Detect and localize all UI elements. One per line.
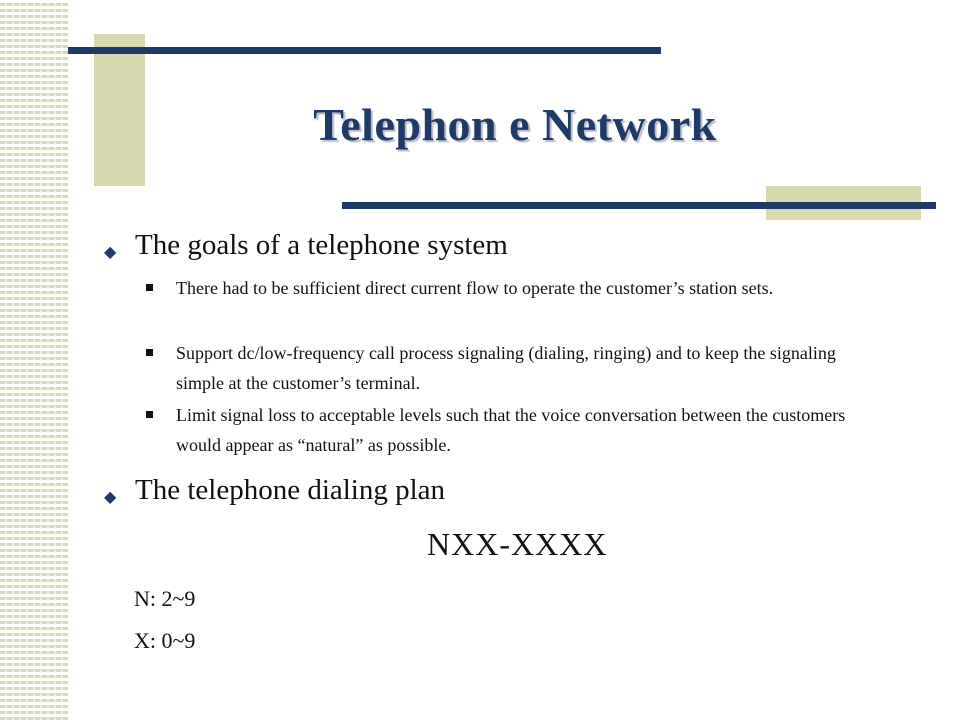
accent-block-top-left	[94, 34, 145, 186]
bullet-text: The goals of a telephone system	[135, 229, 508, 261]
square-bullet-icon	[146, 411, 153, 418]
dialing-format: NXX-XXXX	[427, 526, 608, 562]
decorative-stripe-band	[0, 0, 68, 720]
bullet-text: The telephone dialing plan	[135, 474, 446, 506]
subitem-text: There had to be sufficient direct curren…	[176, 278, 774, 298]
diamond-bullet-icon: ◆	[104, 244, 117, 261]
diamond-bullet-icon: ◆	[104, 489, 117, 506]
square-bullet-icon	[146, 349, 153, 356]
subitem-text: Support dc/low-frequency call process si…	[176, 343, 836, 393]
definition-x: X: 0~9	[134, 628, 196, 653]
rule-top	[68, 47, 661, 54]
square-bullet-icon	[146, 284, 153, 291]
definition-n: N: 2~9	[134, 586, 196, 611]
rule-under-title	[342, 202, 936, 209]
subitem-text: Limit signal loss to acceptable levels s…	[176, 405, 846, 455]
slide-title: Telephon e Network	[313, 99, 717, 150]
